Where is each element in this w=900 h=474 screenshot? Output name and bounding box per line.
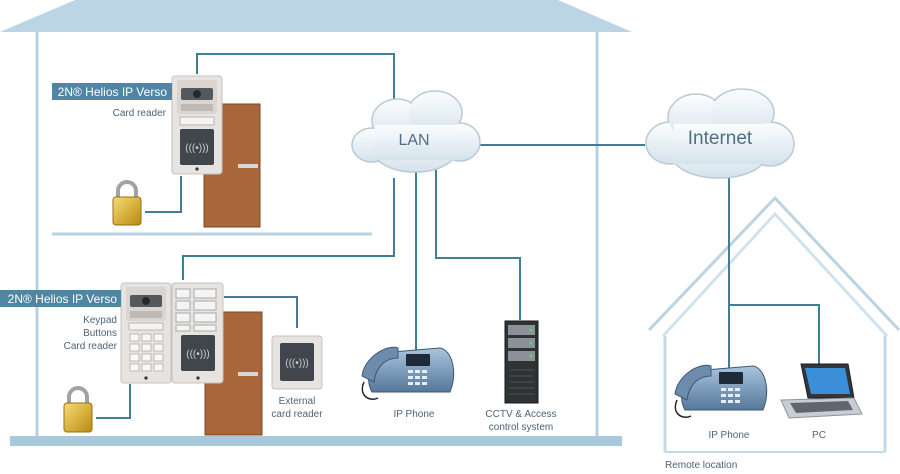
- cctv-label-1: control system: [489, 422, 553, 433]
- cctv-label-0: CCTV & Access: [485, 409, 556, 420]
- external-card-reader: (((•))): [271, 335, 323, 390]
- internet-cloud: Internet: [645, 88, 795, 179]
- remote-roof-outer: [647, 195, 900, 332]
- external-reader-label-0: External: [279, 396, 316, 407]
- remote-roof-inner: [661, 211, 889, 338]
- link-lock1-unit1: [145, 176, 182, 213]
- intercom-unit-lower-buttons: (((•))): [171, 282, 224, 384]
- rfid-icon: (((•))): [186, 349, 209, 360]
- remote-pc-label: PC: [812, 430, 826, 441]
- internet-label: Internet: [688, 128, 753, 149]
- remote-location-label: Remote location: [665, 460, 737, 471]
- padlock-icon: [112, 180, 142, 226]
- keypad-icon: [129, 333, 164, 372]
- button-panel: [175, 288, 217, 332]
- intercom-unit-lower: [120, 282, 172, 384]
- camera-icon: [193, 90, 201, 98]
- rfid-icon: (((•))): [185, 143, 208, 154]
- main-building: [0, 0, 632, 446]
- link-unit2-lan: [182, 178, 395, 280]
- link-unit1-lan: [196, 53, 395, 105]
- lan-cloud: LAN: [351, 90, 481, 173]
- ip-phone-label: IP Phone: [394, 409, 435, 420]
- padlock-icon: [63, 386, 93, 433]
- remote-ip-phone-label: IP Phone: [709, 430, 750, 441]
- link-remote-pc: [729, 304, 820, 366]
- badge-lower-text: 2N® Helios IP Verso: [8, 292, 118, 306]
- ground-floor: [10, 436, 622, 446]
- badge-unit-upper: 2N® Helios IP Verso: [52, 83, 172, 100]
- unit2-feature-2: Card reader: [64, 341, 118, 352]
- lan-label: LAN: [398, 132, 429, 149]
- camera-icon: [142, 297, 150, 305]
- network-links: [96, 53, 820, 419]
- intercom-unit-upper: (((•))): [171, 75, 223, 175]
- remote-ip-phone-icon: [674, 364, 768, 418]
- unit2-feature-0: Keypad: [83, 315, 117, 326]
- unit1-feature-0: Card reader: [113, 108, 167, 119]
- server-icon: [504, 320, 539, 404]
- remote-building: [647, 195, 900, 453]
- rfid-icon: (((•))): [285, 358, 308, 369]
- link-lan-cctv: [435, 170, 521, 320]
- external-reader-label-1: card reader: [271, 409, 323, 420]
- ip-phone-icon: [361, 346, 455, 400]
- laptop-icon: [780, 363, 863, 419]
- unit2-feature-1: Buttons: [83, 328, 117, 339]
- badge-upper-text: 2N® Helios IP Verso: [58, 85, 168, 99]
- link-unit2-ext-reader: [224, 296, 298, 328]
- main-roof: [0, 0, 632, 32]
- link-lock2-unit2: [96, 384, 131, 419]
- badge-unit-lower: 2N® Helios IP Verso: [0, 290, 121, 307]
